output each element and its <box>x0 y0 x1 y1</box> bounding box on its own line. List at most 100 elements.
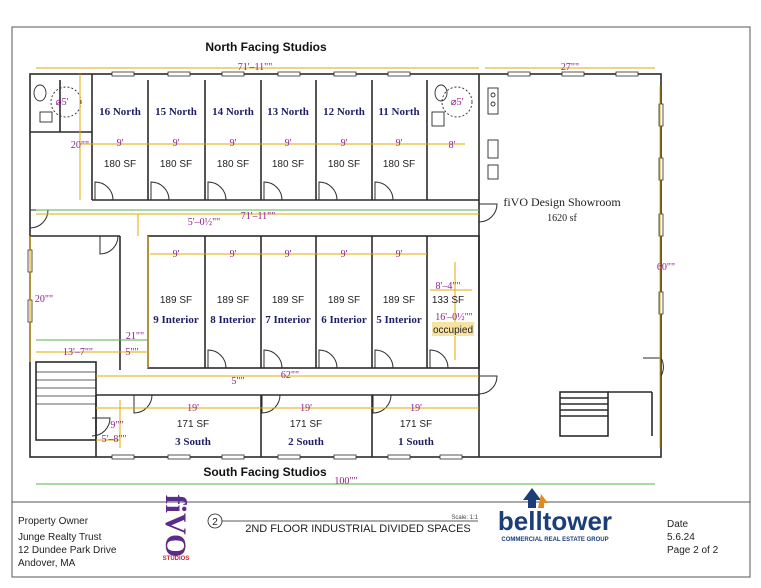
dim-corridor-height: 5'–0½"" <box>188 217 220 228</box>
interior-studio-width: 9' <box>341 249 348 260</box>
north-windows <box>27 71 664 460</box>
south-studio-width: 19' <box>300 403 312 414</box>
north-studio-area: 180 SF <box>383 159 415 170</box>
interior-studio-area: 189 SF <box>328 295 360 306</box>
north-studio-area: 180 SF <box>160 159 192 170</box>
dim-corridor-5: 5"" <box>231 376 244 387</box>
north-studio-width: 9' <box>230 138 237 149</box>
fivo-letters: fiVO <box>159 495 192 558</box>
north-studio-name: 15 North <box>155 106 197 118</box>
interior-studio-area: 189 SF <box>160 295 192 306</box>
dimension-lines <box>29 67 661 448</box>
owner-name: Junge Realty Trust <box>18 532 102 543</box>
owner-city: Andover, MA <box>18 558 76 569</box>
interior-studio-name: 9 Interior <box>153 314 199 326</box>
outer-wall <box>29 73 662 458</box>
interior-studio-area: 189 SF <box>217 295 249 306</box>
south-heading: South Facing Studios <box>203 465 327 479</box>
belltower-roof-icon <box>523 488 541 508</box>
dim-corridor-width: 71'–11"" <box>241 211 276 222</box>
interior-studio-width: 9' <box>230 249 237 260</box>
restroom-fixtures <box>33 84 499 180</box>
occupied-unit: 8'–4"" 133 SF 16'–0½"" occupied <box>432 281 474 336</box>
interior-studio-area: 189 SF <box>272 295 304 306</box>
interior-studio-name: 8 Interior <box>210 314 256 326</box>
north-studio-area: 180 SF <box>328 159 360 170</box>
north-studio-name: 12 North <box>323 106 365 118</box>
dim-left-13: 13'–7"" <box>63 347 93 358</box>
dimension-labels: 71'–11"" 27"" 5'–0½"" 71'–11"" ⌀5' ⌀5' 2… <box>35 62 675 487</box>
stair-treads <box>36 371 96 405</box>
dim-left-20: 20"" <box>71 140 89 151</box>
belltower-accent-icon <box>538 494 548 508</box>
north-studios: 16 North 9' 180 SF 15 North 9' 180 SF 14 North… <box>99 106 420 170</box>
interior-studio-name: 6 Interior <box>321 314 367 326</box>
south-studio-name: 2 South <box>288 436 324 448</box>
south-studio-area: 171 SF <box>177 419 209 430</box>
dim-showroom-width: 27"" <box>561 62 579 73</box>
north-heading: North Facing Studios <box>205 40 327 54</box>
occupied-tag-bg <box>432 322 474 336</box>
south-studio-name: 1 South <box>398 436 434 448</box>
fivo-sub: STUDIOS <box>163 556 190 562</box>
page-indicator: Page 2 of 2 <box>667 545 719 556</box>
dim-left-wing: 20"" <box>35 294 53 305</box>
interior-studio-width: 9' <box>396 249 403 260</box>
dim-restroom-right: ⌀5' <box>451 97 464 108</box>
occupied-dim-top: 8'–4"" <box>436 281 461 292</box>
south-studios: 19' 171 SF 3 South 19' 171 SF 2 South 19' 171 S… <box>175 403 434 448</box>
south-studio-area: 171 SF <box>290 419 322 430</box>
dim-bottom-overall: 100"" <box>334 476 357 487</box>
north-studio-area: 180 SF <box>217 159 249 170</box>
occupied-dim-mid: 16'–0½"" <box>435 312 472 323</box>
south-studio-width: 19' <box>187 403 199 414</box>
interior-studio-name: 5 Interior <box>376 314 422 326</box>
sheet-title: 2ND FLOOR INDUSTRIAL DIVIDED SPACES <box>245 523 471 535</box>
north-studio-name: 11 North <box>378 106 419 118</box>
dim-top-overall: 71'–11"" <box>238 62 273 73</box>
fivo-logo: fiVO STUDIOS <box>159 495 192 562</box>
dim-restroom-left: ⌀5' <box>56 97 69 108</box>
date-label: Date <box>667 519 689 530</box>
dim-left-5: 5"" <box>125 347 138 358</box>
north-studio-width: 9' <box>341 138 348 149</box>
north-studio-name: 16 North <box>99 106 141 118</box>
sheet-number: 2 <box>212 517 218 528</box>
belltower-word: belltower <box>498 506 612 536</box>
sheet-border <box>11 26 751 578</box>
north-studio-name: 14 North <box>212 106 254 118</box>
interior-studio-width: 9' <box>173 249 180 260</box>
dim-corridor-62: 62"" <box>281 370 299 381</box>
interior-studio-area: 189 SF <box>383 295 415 306</box>
north-studio-area: 180 SF <box>272 159 304 170</box>
north-studio-area: 180 SF <box>104 159 136 170</box>
north-studio-width: 9' <box>173 138 180 149</box>
dim-right-8: 8' <box>449 140 456 151</box>
south-studio-name: 3 South <box>175 436 211 448</box>
interior-studio-name: 7 Interior <box>265 314 311 326</box>
belltower-logo: belltower COMMERCIAL REAL ESTATE GROUP <box>498 488 612 543</box>
dim-stair-9: 9"" <box>110 420 123 431</box>
north-studio-width: 9' <box>285 138 292 149</box>
north-studio-width: 9' <box>117 138 124 149</box>
north-studio-name: 13 North <box>267 106 309 118</box>
dim-stair-5-8: 5'–8"" <box>102 434 127 445</box>
occupied-tag: occupied <box>433 325 473 336</box>
dim-interior-21: 21"" <box>126 331 144 342</box>
belltower-sub: COMMERCIAL REAL ESTATE GROUP <box>501 537 608 543</box>
showroom-area: 1620 sf <box>547 213 577 224</box>
green-dimension-lines <box>36 209 655 485</box>
north-studio-width: 9' <box>396 138 403 149</box>
date-value: 5.6.24 <box>667 532 695 543</box>
south-studio-width: 19' <box>410 403 422 414</box>
walls <box>29 73 662 458</box>
showroom-name: fiVO Design Showroom <box>503 195 621 209</box>
dim-showroom-height: 60"" <box>657 262 675 273</box>
doors <box>29 181 664 437</box>
owner-street: 12 Dundee Park Drive <box>18 545 117 556</box>
south-studio-area: 171 SF <box>400 419 432 430</box>
interior-studios: 9' 189 SF 9 Interior 9' 189 SF 8 Interior 9' 18… <box>153 249 422 326</box>
interior-studio-width: 9' <box>285 249 292 260</box>
scale-label: Scale: 1:1 <box>451 515 478 521</box>
